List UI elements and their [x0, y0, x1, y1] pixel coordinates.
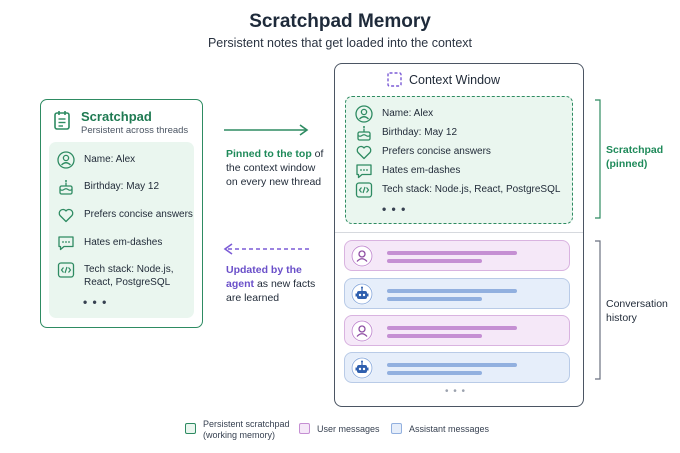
note-text: Hates em-dashes [382, 165, 461, 176]
scratchpad-subtitle: Persistent across threads [81, 125, 189, 136]
more-indicator: • • • [83, 295, 108, 309]
assistant-message [344, 352, 570, 383]
list-item: Name: Alex [57, 151, 135, 169]
list-item: Hates em-dashes [355, 162, 460, 180]
pinned-arrow [224, 124, 309, 136]
conversation-history-label: Conversation history [606, 297, 668, 325]
legend-label-scratchpad: Persistent scratchpad (working memory) [203, 419, 290, 441]
chat-icon [58, 236, 74, 251]
legend-swatch-scratchpad [185, 423, 196, 434]
message-line [387, 363, 517, 367]
scratchpad-pinned-label-line2: (pinned) [606, 158, 648, 170]
history-bracket [595, 240, 601, 380]
context-window: Context Window Name: Alex Birthday: May … [334, 63, 584, 407]
updated-arrow [223, 243, 310, 255]
cake-icon [357, 126, 371, 141]
user-avatar-icon [351, 245, 373, 267]
scratchpad-title: Scratchpad [81, 109, 152, 124]
list-item: Hates em-dashes [57, 234, 162, 252]
note-text: Tech stack: Node.js, React, PostgreSQL [382, 184, 561, 195]
list-item: Prefers concise answers [57, 206, 193, 224]
list-item: Tech stack: Node.js, React, PostgreSQL [57, 261, 191, 289]
message-line [387, 334, 482, 338]
list-item: Tech stack: Node.js, React, PostgreSQL [355, 181, 560, 199]
pinned-note-highlight: Pinned to the top [226, 148, 312, 160]
heart-icon [58, 208, 74, 223]
scratchpad-notes: Name: Alex Birthday: May 12 Prefers conc… [49, 142, 194, 318]
legend-label-line1: Persistent scratchpad [203, 419, 290, 429]
person-icon [355, 105, 373, 123]
message-line [387, 251, 517, 255]
note-text: Birthday: May 12 [382, 127, 458, 138]
history-label-line2: history [606, 312, 637, 324]
legend-label-user: User messages [317, 424, 380, 434]
updated-note-text: as new facts are learned [226, 278, 316, 304]
page-title: Scratchpad Memory [249, 11, 431, 32]
note-text: Prefers concise answers [84, 209, 193, 220]
cake-icon [59, 180, 73, 195]
message-line [387, 371, 482, 375]
user-message [344, 315, 570, 346]
assistant-message [344, 278, 570, 309]
updated-note: Updated by the agent as new facts are le… [226, 263, 316, 305]
scratchpad-pinned-label-line1: Scratchpad [606, 144, 664, 156]
list-item: Birthday: May 12 [57, 178, 159, 196]
heart-icon [356, 145, 372, 160]
legend-label-assistant: Assistant messages [409, 424, 490, 434]
note-text: Tech stack: Node.js, React, PostgreSQL [84, 264, 174, 288]
chat-icon [356, 164, 372, 179]
person-icon [57, 151, 75, 169]
history-more-indicator: • • • [445, 386, 467, 397]
window-frame-icon [387, 72, 402, 87]
context-window-title: Context Window [409, 73, 501, 87]
pinned-note: Pinned to the top of the context window … [226, 147, 326, 189]
scratchpad-card: Scratchpad Persistent across threads Nam… [40, 99, 203, 328]
legend-swatch-user [299, 423, 310, 434]
note-text: Name: Alex [84, 154, 136, 165]
divider [335, 232, 583, 233]
message-line [387, 297, 482, 301]
user-message [344, 240, 570, 271]
pinned-note-text: of the context window on every new threa… [226, 148, 324, 188]
note-text: Birthday: May 12 [84, 181, 160, 192]
more-indicator: • • • [382, 202, 407, 216]
note-text: Name: Alex [382, 108, 434, 119]
message-line [387, 289, 517, 293]
message-line [387, 326, 517, 330]
user-avatar-icon [351, 320, 373, 342]
robot-icon [351, 283, 373, 305]
note-text: Prefers concise answers [382, 146, 491, 157]
page-subtitle: Persistent notes that get loaded into th… [207, 36, 473, 50]
robot-icon [351, 357, 373, 379]
code-icon [57, 262, 75, 278]
list-item: Birthday: May 12 [355, 124, 457, 142]
code-icon [355, 182, 373, 198]
scratchpad-pinned-label: Scratchpad (pinned) [606, 143, 663, 171]
notepad-icon [54, 111, 70, 130]
pinned-scratchpad: Name: Alex Birthday: May 12 Prefers conc… [345, 96, 573, 224]
list-item: Prefers concise answers [355, 143, 491, 161]
updated-note-highlight: Updated by the agent [226, 264, 302, 290]
legend-label-line2: (working memory) [203, 430, 276, 440]
history-label-line1: Conversation [606, 298, 668, 310]
legend-swatch-assistant [391, 423, 402, 434]
scratchpad-bracket [595, 99, 601, 219]
list-item: Name: Alex [355, 105, 433, 123]
note-text: Hates em-dashes [84, 237, 163, 248]
message-line [387, 259, 482, 263]
